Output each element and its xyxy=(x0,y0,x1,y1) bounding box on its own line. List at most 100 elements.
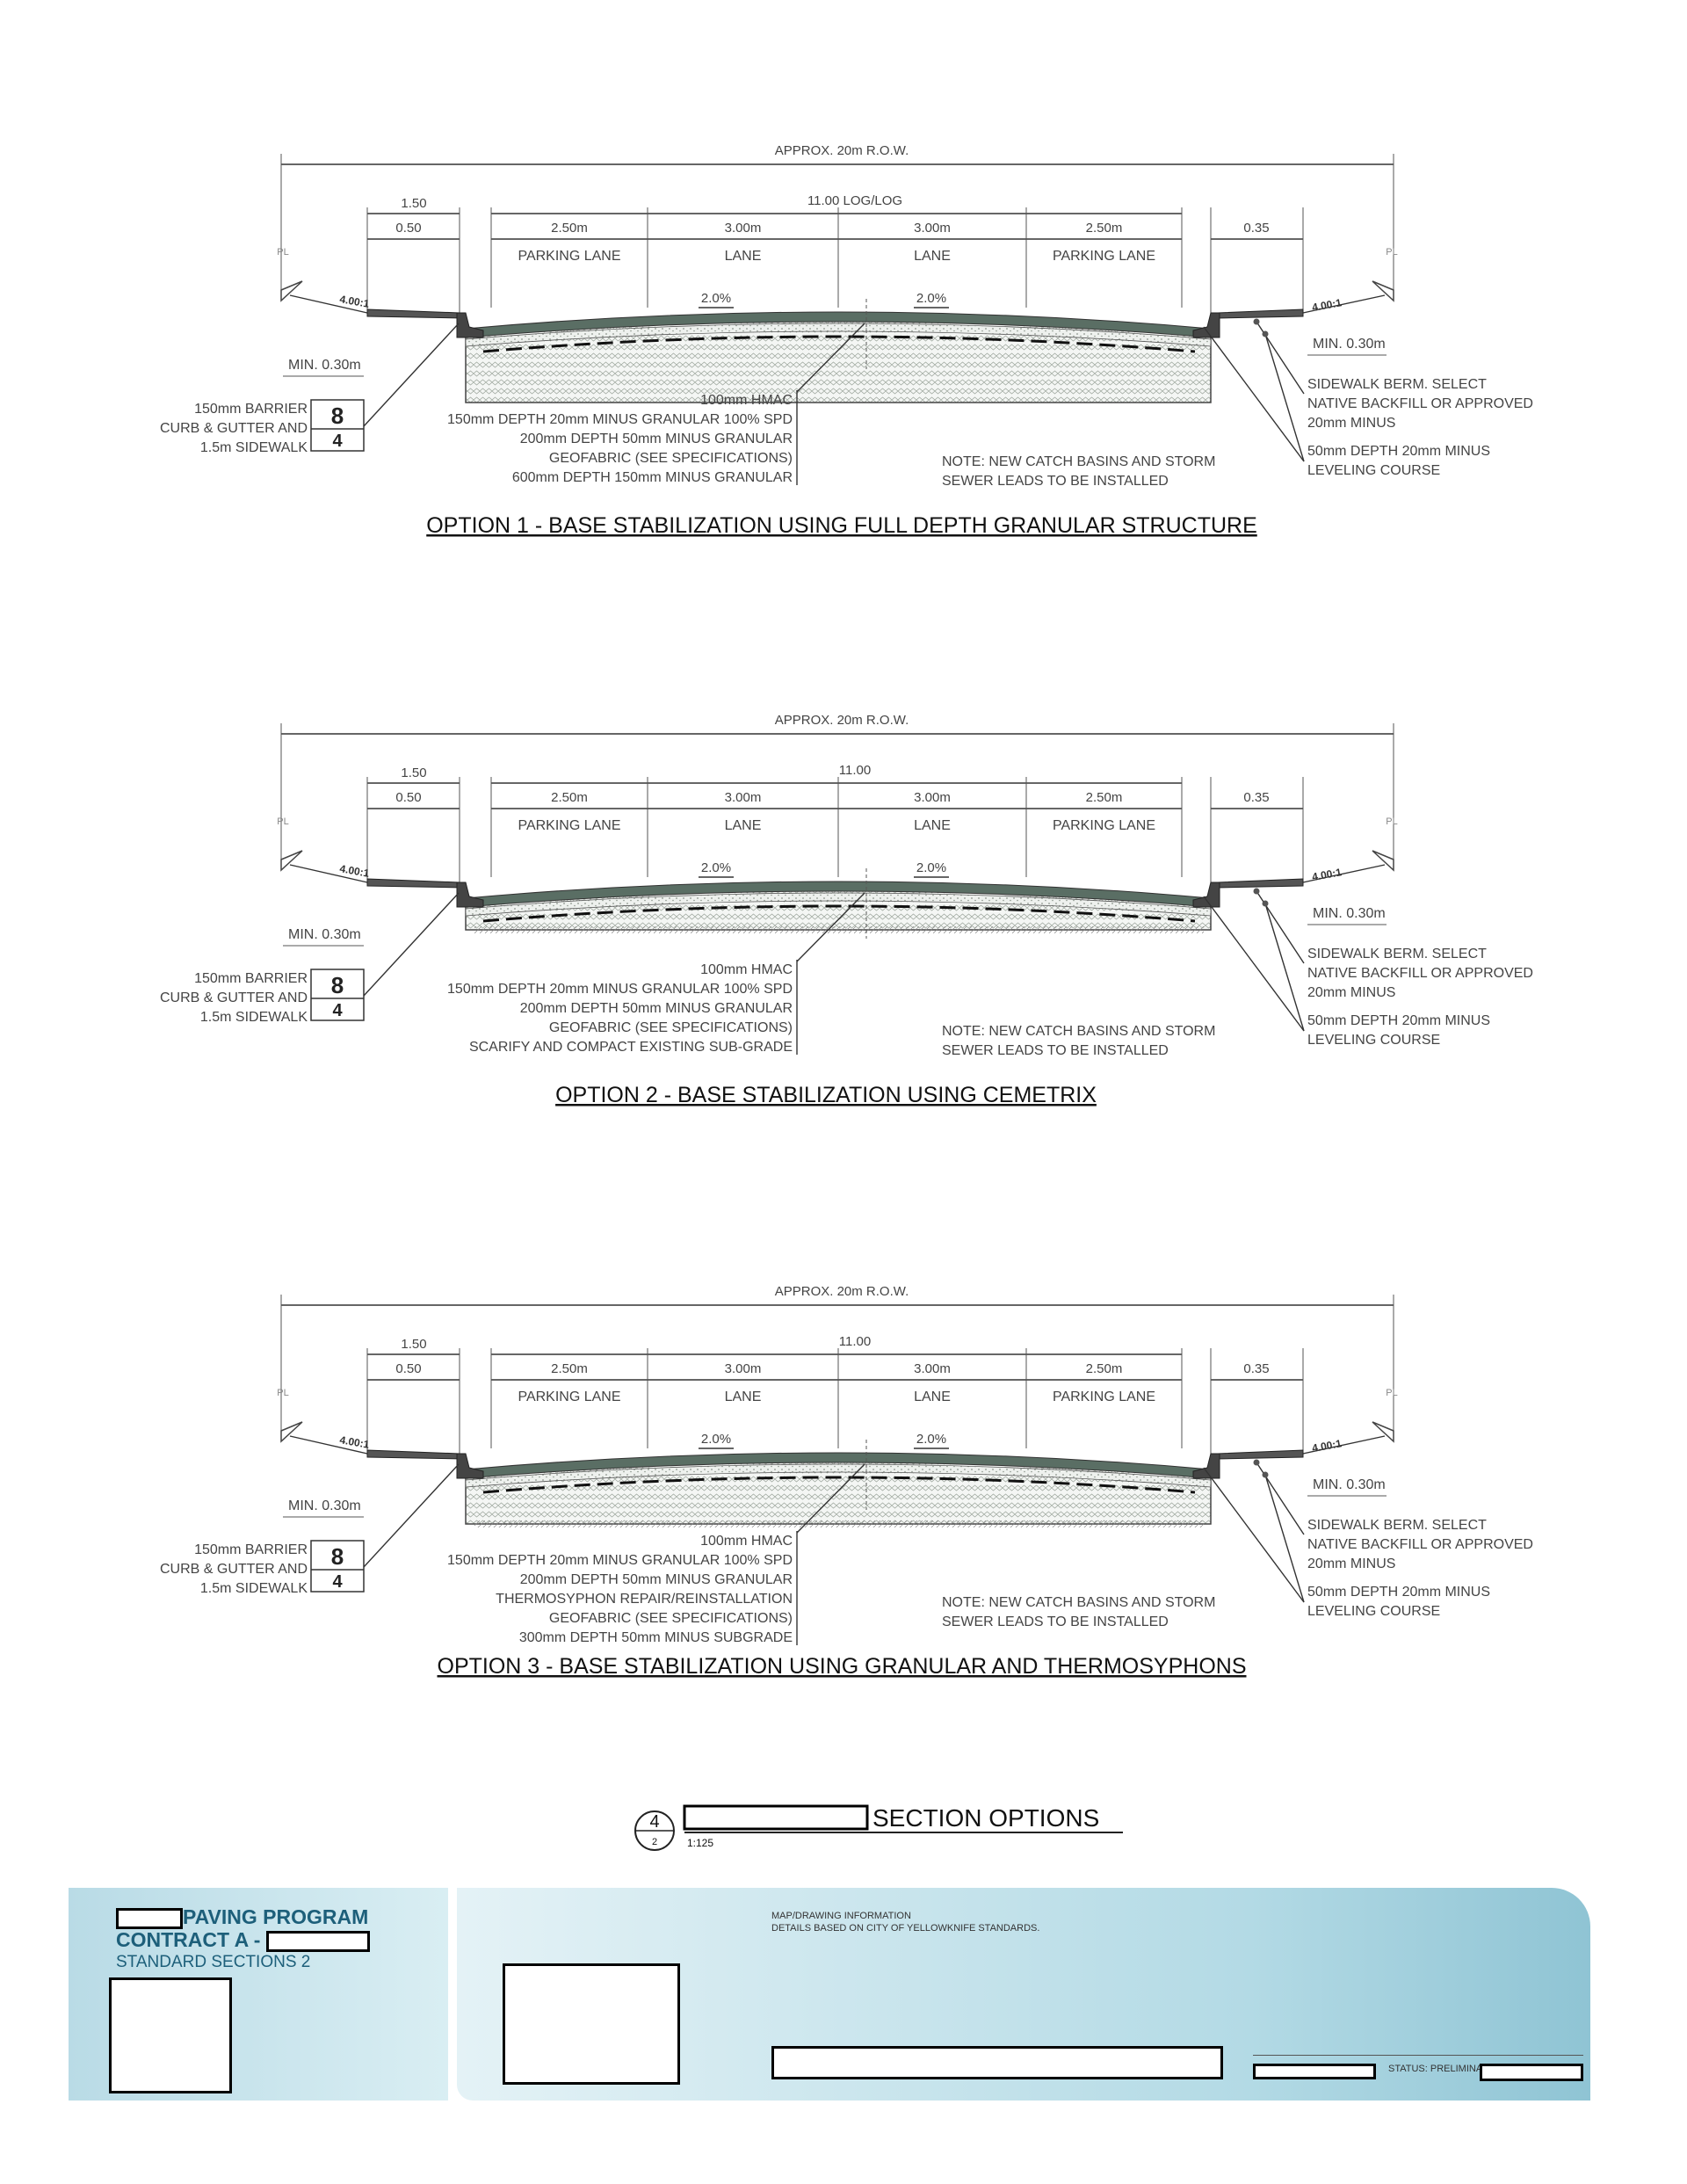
right-layer-label: 20mm MINUS xyxy=(1307,985,1395,1000)
detail-callout-box xyxy=(310,969,365,1021)
curb-label-line: CURB & GUTTER AND xyxy=(160,421,308,436)
detail-callout-box xyxy=(310,399,365,452)
curb-right xyxy=(1192,312,1220,338)
detail-callout-box xyxy=(310,1540,365,1593)
offset-label: 0.50 xyxy=(395,790,421,805)
curb-right xyxy=(1192,1453,1220,1479)
min-depth-label-right: MIN. 0.30m xyxy=(1313,337,1386,352)
redacted-project-name xyxy=(116,1907,183,1929)
right-layer-label: LEVELING COURSE xyxy=(1307,1033,1440,1048)
boulevard-width-label: 1.50 xyxy=(401,1337,426,1352)
slope-label-right: 4.00:1 xyxy=(1311,1437,1343,1455)
sidewalk-right xyxy=(1217,878,1304,889)
layer-label: 100mm HMAC xyxy=(700,962,793,977)
detail-sheet: 4 xyxy=(332,1001,343,1020)
slope-label-right: 4.00:1 xyxy=(1311,296,1343,314)
layer-label: 600mm DEPTH 150mm MINUS GRANULAR xyxy=(512,470,793,485)
right-layer-label: 20mm MINUS xyxy=(1307,1556,1395,1571)
layer-leader-line xyxy=(796,323,865,393)
curb-label-line: 1.5m SIDEWALK xyxy=(200,1581,308,1596)
geofabric-line xyxy=(482,904,1196,923)
layer-label: 150mm DEPTH 20mm MINUS GRANULAR 100% SPD xyxy=(447,982,793,997)
lane-width-label: 2.50m xyxy=(551,790,588,805)
leveling-leader-line xyxy=(1203,326,1305,462)
right-layer-label: 50mm DEPTH 20mm MINUS xyxy=(1307,444,1490,459)
layer-leader-line xyxy=(796,1463,865,1534)
section-option-title: OPTION 3 - BASE STABILIZATION USING GRAN… xyxy=(438,1654,1247,1679)
min-depth-label-right: MIN. 0.30m xyxy=(1313,1477,1386,1492)
crossfall-label: 2.0% xyxy=(701,291,731,306)
lane-name-label: LANE xyxy=(914,1389,951,1404)
leveling-leader-dot xyxy=(1262,330,1269,337)
sidewalk-right xyxy=(1217,308,1304,319)
crossfall-label: 2.0% xyxy=(916,1432,946,1447)
right-layer-label: 50mm DEPTH 20mm MINUS xyxy=(1307,1585,1490,1600)
row-dimension-label: APPROX. 20m R.O.W. xyxy=(775,143,909,158)
note-line: NOTE: NEW CATCH BASINS AND STORM xyxy=(942,454,1215,469)
property-line-left: PL xyxy=(277,1388,288,1398)
slope-line-left xyxy=(289,1435,368,1455)
property-line-left: PL xyxy=(277,816,288,827)
lane-width-label: 2.50m xyxy=(551,221,588,236)
slope-label-left: 4.00:1 xyxy=(338,293,370,310)
leveling-leader-line xyxy=(1203,896,1305,1032)
curb-leader-line xyxy=(363,1463,460,1568)
drawing-number-box xyxy=(771,2046,1223,2079)
slope-line-right xyxy=(1302,294,1386,314)
boulevard-width-label: 1.50 xyxy=(401,765,426,780)
detail-sheet: 4 xyxy=(332,1572,343,1592)
min-depth-label-left: MIN. 0.30m xyxy=(288,358,361,373)
leveling-leader-dot xyxy=(1262,1471,1269,1478)
note-line: NOTE: NEW CATCH BASINS AND STORM xyxy=(942,1024,1215,1039)
section-number: 4 xyxy=(649,1812,659,1832)
berm-leader-dot xyxy=(1253,318,1260,325)
lane-name-label: PARKING LANE xyxy=(518,818,620,833)
redacted-legend-name xyxy=(683,1804,869,1831)
row-dimension-label: APPROX. 20m R.O.W. xyxy=(775,1284,909,1299)
layer-label: 100mm HMAC xyxy=(700,393,793,408)
pl-arrow-right xyxy=(1372,280,1394,302)
crossfall-label: 2.0% xyxy=(701,1432,731,1447)
map-info-heading: MAP/DRAWING INFORMATION xyxy=(771,1911,911,1921)
curb-left xyxy=(456,312,484,338)
granular-top-layer xyxy=(465,323,1212,347)
title-block-left-panel: PAVING PROGRAM CONTRACT A - STANDARD SEC… xyxy=(69,1888,448,2101)
note-line: SEWER LEADS TO BE INSTALLED xyxy=(942,474,1169,489)
lane-name-label: LANE xyxy=(725,1389,762,1404)
curb-label-line: 150mm BARRIER xyxy=(194,1542,308,1557)
slope-line-right xyxy=(1302,1435,1386,1455)
right-layer-label: LEVELING COURSE xyxy=(1307,463,1440,478)
lane-width-label: 2.50m xyxy=(551,1361,588,1376)
leveling-leader-dot xyxy=(1262,900,1269,907)
detail-number: 8 xyxy=(331,1543,344,1570)
carriageway-width-label: 11.00 LOG/LOG xyxy=(807,193,902,208)
lane-name-label: LANE xyxy=(725,249,762,264)
section-option-title: OPTION 2 - BASE STABILIZATION USING CEME… xyxy=(555,1083,1097,1107)
curb-leader-line xyxy=(363,892,460,997)
curb-label-line: CURB & GUTTER AND xyxy=(160,990,308,1005)
section-option-title: OPTION 1 - BASE STABILIZATION USING FULL… xyxy=(426,513,1257,538)
logo-placeholder-box xyxy=(109,1977,232,2093)
right-layer-label: SIDEWALK BERM. SELECT xyxy=(1307,1518,1487,1533)
offset-label: 0.50 xyxy=(395,221,421,236)
min-depth-label-right: MIN. 0.30m xyxy=(1313,906,1386,921)
right-layer-label: NATIVE BACKFILL OR APPROVED xyxy=(1307,396,1533,411)
note-line: SEWER LEADS TO BE INSTALLED xyxy=(942,1614,1169,1629)
redacted-date-box xyxy=(1253,2064,1376,2079)
lane-width-label: 2.50m xyxy=(1086,1361,1123,1376)
sidewalk-left xyxy=(366,1449,464,1460)
layer-label: 100mm HMAC xyxy=(700,1534,793,1549)
carriageway-width-label: 11.00 xyxy=(839,1334,871,1349)
layer-leader-line xyxy=(796,892,865,962)
curb-label-line: 1.5m SIDEWALK xyxy=(200,440,308,455)
crossfall-label: 2.0% xyxy=(916,291,946,306)
layer-label: 150mm DEPTH 20mm MINUS GRANULAR 100% SPD xyxy=(447,412,793,427)
pl-arrow-right xyxy=(1372,850,1394,872)
sidewalk-left xyxy=(366,878,464,889)
legend-scale: 1:125 xyxy=(687,1837,713,1849)
right-layer-label: SIDEWALK BERM. SELECT xyxy=(1307,947,1487,961)
right-layer-label: 20mm MINUS xyxy=(1307,416,1395,431)
lane-width-label: 3.00m xyxy=(914,790,951,805)
